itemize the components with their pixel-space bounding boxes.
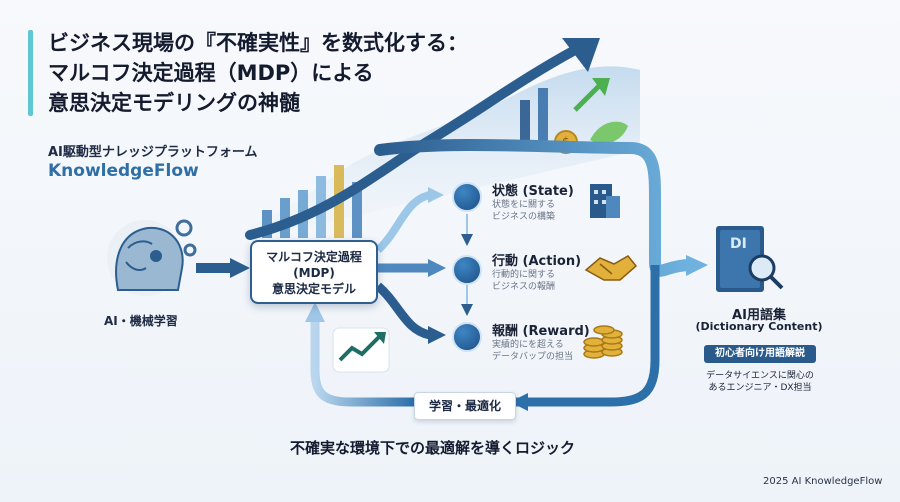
- mdp-line: (MDP): [293, 266, 335, 280]
- mdp-box: マルコフ決定過程 (MDP) 意思決定モデル: [250, 240, 378, 304]
- green-arrow-icon: [573, 78, 610, 112]
- title-accent-bar: [28, 30, 33, 116]
- dictionary-subtitle: (Dictionary Content): [695, 320, 823, 333]
- leaf-icon: [590, 121, 628, 144]
- coin-stack-icon: [583, 325, 623, 359]
- title-line: マルコフ決定過程（MDP）による: [48, 61, 374, 85]
- audience-note-line: あるエンジニア・DX担当: [708, 383, 812, 393]
- beginner-badge: 初心者向け用語解説: [704, 345, 816, 363]
- arrow-to-state: [375, 191, 432, 253]
- diagram-caption: 不確実な環境下での最適解を導くロジック: [290, 439, 576, 457]
- dictionary-book-icon: [716, 226, 784, 292]
- audience-note: データサイエンスに関心の あるエンジニア・DX担当: [690, 370, 830, 394]
- action-node: 行動 (Action) 行動的に関する ビジネスの報酬: [492, 250, 581, 293]
- building-icon: [590, 184, 620, 218]
- dictionary-book-label: DI: [730, 236, 747, 252]
- trend-card-icon: [332, 327, 390, 373]
- learning-optimization-box: 学習・最適化: [414, 392, 516, 420]
- reward-node: 報酬 (Reward) 実績的にを超える データバップの担当: [492, 320, 590, 363]
- ai-label: AI・機械学習: [104, 314, 178, 328]
- state-desc: ビジネスの構築: [492, 212, 556, 222]
- title-line: 意思決定モデリングの神髄: [48, 91, 300, 115]
- reward-desc: データバップの担当: [492, 352, 574, 362]
- state-node: 状態 (State) 状態をに關する ビジネスの構築: [492, 180, 574, 223]
- state-node-icon: [452, 182, 482, 212]
- mdp-line: 意思決定モデル: [271, 282, 356, 296]
- page-title: ビジネス現場の『不確実性』を数式化する： マルコフ決定過程（MDP）による 意思…: [48, 28, 468, 118]
- dictionary-title: AI用語集: [732, 308, 786, 323]
- bottom-loop-arrow: [515, 265, 660, 407]
- state-desc: 状態をに關する: [492, 200, 556, 210]
- title-line: ビジネス現場の『不確実性』を数式化する：: [48, 31, 468, 55]
- action-desc: ビジネスの報酬: [492, 282, 556, 292]
- brand-name: KnowledgeFlow: [48, 161, 199, 181]
- action-desc: 行動的に関する: [492, 270, 556, 280]
- mdp-line: マルコフ決定過程: [266, 250, 362, 264]
- action-title: 行動 (Action): [492, 254, 582, 269]
- handshake-icon: [584, 255, 638, 281]
- action-node-icon: [452, 255, 482, 285]
- audience-note-line: データサイエンスに関心の: [706, 371, 814, 381]
- gear-icon: [175, 219, 197, 257]
- reward-title: 報酬 (Reward): [492, 324, 590, 339]
- return-loop-arrow: [310, 318, 414, 407]
- ai-head-icon: [107, 220, 184, 296]
- footer-copyright: 2025 AI KnowledgeFlow: [763, 476, 883, 487]
- reward-node-icon: [452, 322, 482, 352]
- platform-label: AI駆動型ナレッジプラットフォーム: [48, 145, 258, 160]
- reward-desc: 実績的にを超える: [492, 340, 564, 350]
- state-title: 状態 (State): [492, 184, 574, 199]
- arrow-to-reward: [374, 282, 432, 340]
